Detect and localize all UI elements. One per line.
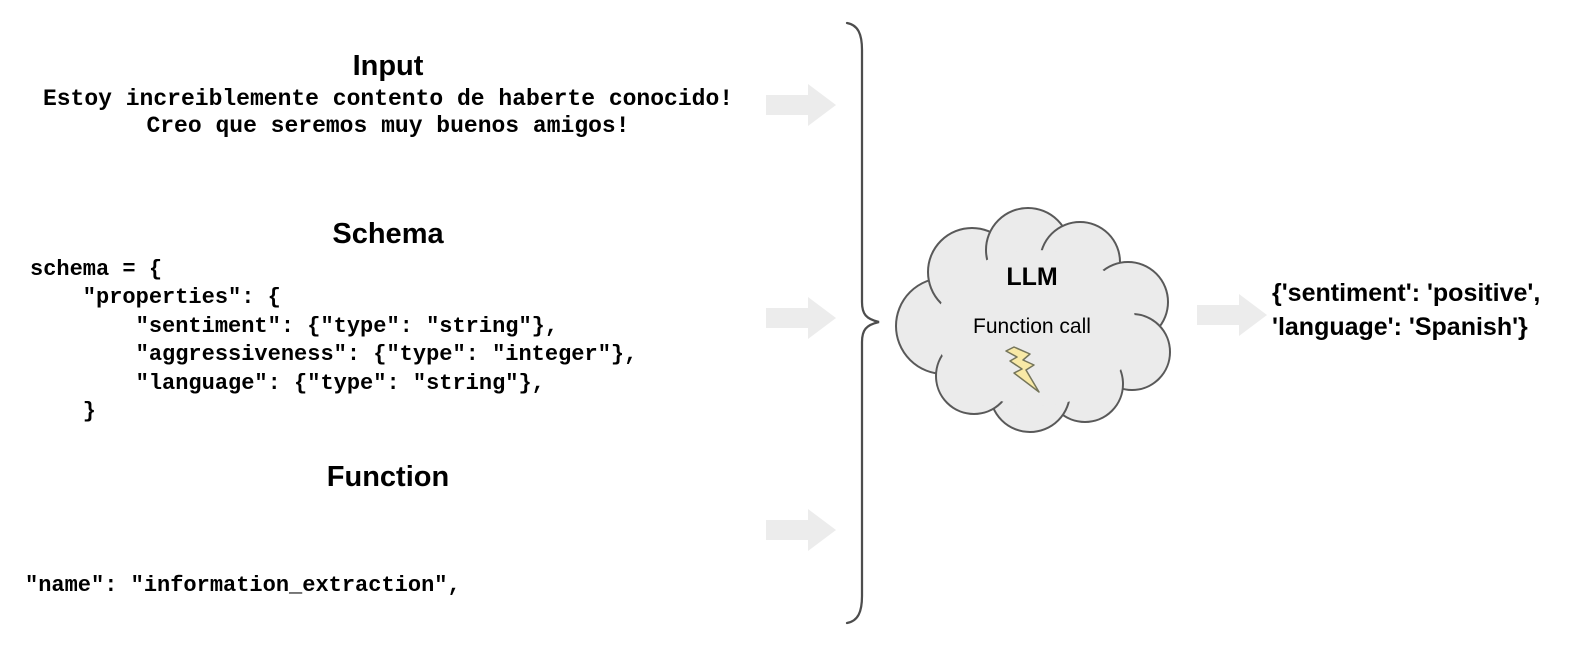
function-name-line: "name": "information_extraction", — [25, 573, 461, 598]
input-text: Estoy increiblemente contento de haberte… — [42, 86, 734, 139]
schema-section-title: Schema — [332, 218, 444, 250]
schema-arrow-icon — [766, 297, 836, 339]
output-arrow-icon — [1197, 294, 1267, 336]
schema-code: schema = { "properties": { "sentiment": … — [30, 257, 638, 425]
function-section-title: Function — [326, 461, 450, 493]
function-code: "name": "information_extraction", "descr… — [25, 486, 764, 647]
llm-subtitle: Function call — [973, 315, 1091, 338]
input-section-title: Input — [352, 50, 424, 82]
output-result-text: {'sentiment': 'positive', 'language': 'S… — [1272, 279, 1541, 341]
lightning-bolt-icon — [1005, 346, 1040, 393]
curly-brace-icon — [845, 21, 880, 625]
input-arrow-icon — [766, 84, 836, 126]
function-arrow-icon — [766, 509, 836, 551]
cloud-shape — [895, 207, 1171, 433]
llm-title: LLM — [1006, 263, 1058, 291]
